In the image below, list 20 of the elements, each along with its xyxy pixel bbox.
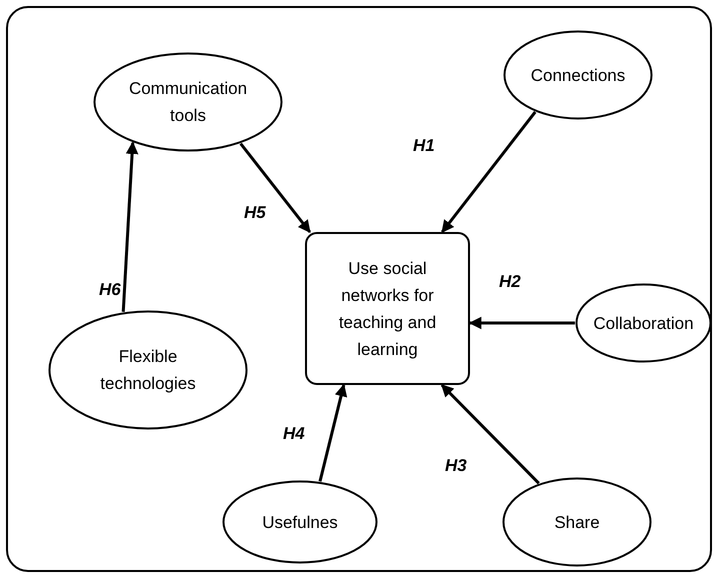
node-text: Communication tools [128, 78, 248, 127]
process-box [305, 232, 470, 385]
arrow [122, 141, 138, 312]
arrow [468, 316, 575, 330]
arrow [318, 384, 348, 482]
ellipse-node [575, 283, 712, 363]
ellipse-node [502, 477, 652, 567]
node-text: Use social networks for teaching and learning [338, 258, 438, 360]
arrow [441, 111, 536, 233]
node-text: Collaboration [592, 312, 695, 334]
arrow [239, 142, 311, 233]
node-text: Connections [530, 64, 626, 86]
ellipse-node [222, 480, 378, 564]
ellipse-node [48, 310, 248, 430]
ellipse-node [503, 30, 653, 120]
arrow [440, 384, 540, 484]
node-text: Usefulnes [261, 512, 339, 534]
ellipse-node [93, 52, 283, 152]
node-text: Flexible technologies [99, 346, 197, 395]
node-text: Share [553, 512, 601, 534]
